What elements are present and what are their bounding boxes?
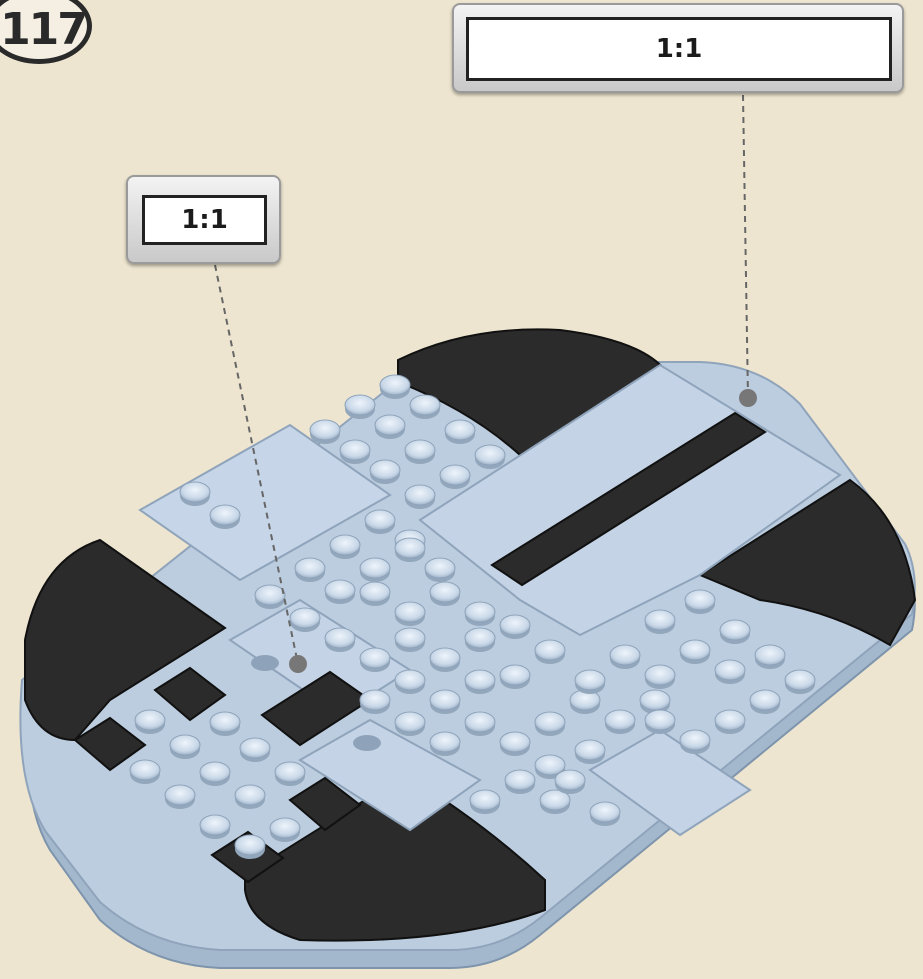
stud	[210, 505, 240, 529]
stud	[505, 770, 535, 794]
stud	[465, 602, 495, 626]
stud	[135, 710, 165, 734]
stud	[325, 580, 355, 604]
stud	[340, 440, 370, 464]
stud	[430, 732, 460, 756]
stud	[290, 608, 320, 632]
stud	[430, 648, 460, 672]
stud	[270, 818, 300, 842]
stud	[375, 415, 405, 439]
stud	[405, 440, 435, 464]
hole	[353, 735, 381, 751]
stud	[715, 710, 745, 734]
stud	[570, 690, 600, 714]
stud	[535, 712, 565, 736]
stud	[395, 670, 425, 694]
stud	[500, 665, 530, 689]
scale-label: 1:1	[142, 195, 267, 245]
stud	[325, 628, 355, 652]
stud	[645, 710, 675, 734]
stud	[360, 690, 390, 714]
stud	[680, 730, 710, 754]
stud	[405, 485, 435, 509]
stud	[755, 645, 785, 669]
stud	[535, 640, 565, 664]
scale-callout-large: 1:1	[452, 3, 904, 93]
stud	[235, 785, 265, 809]
stud	[165, 785, 195, 809]
step-number: 117	[0, 0, 92, 64]
stud	[575, 670, 605, 694]
hole	[251, 655, 279, 671]
stud	[475, 445, 505, 469]
leader-dot	[739, 389, 757, 407]
stud	[440, 465, 470, 489]
stud	[540, 790, 570, 814]
stud	[465, 670, 495, 694]
stud	[500, 732, 530, 756]
stud	[610, 645, 640, 669]
stud	[200, 815, 230, 839]
stud	[360, 648, 390, 672]
stud	[395, 538, 425, 562]
stud	[645, 610, 675, 634]
stud	[470, 790, 500, 814]
stud	[445, 420, 475, 444]
leader-line	[743, 95, 748, 398]
stud	[380, 375, 410, 399]
stud	[395, 712, 425, 736]
stud	[275, 762, 305, 786]
stud	[310, 420, 340, 444]
stud	[370, 460, 400, 484]
stud	[255, 585, 285, 609]
stud	[235, 835, 265, 859]
stud	[500, 615, 530, 639]
stud	[645, 665, 675, 689]
stud	[590, 802, 620, 826]
stud	[130, 760, 160, 784]
stud	[685, 590, 715, 614]
stud	[715, 660, 745, 684]
scale-label: 1:1	[466, 17, 892, 81]
stud	[345, 395, 375, 419]
stud	[680, 640, 710, 664]
stud	[410, 395, 440, 419]
stud	[575, 740, 605, 764]
stud	[360, 582, 390, 606]
scale-callout-small: 1:1	[126, 175, 281, 264]
stud	[555, 770, 585, 794]
stud	[750, 690, 780, 714]
stud	[295, 558, 325, 582]
stud	[360, 558, 390, 582]
stud	[200, 762, 230, 786]
stud	[210, 712, 240, 736]
stud	[430, 690, 460, 714]
leader-dot	[289, 655, 307, 673]
stud	[330, 535, 360, 559]
stud	[465, 712, 495, 736]
stud	[785, 670, 815, 694]
stud	[180, 482, 210, 506]
stud	[240, 738, 270, 762]
stud	[430, 582, 460, 606]
stud	[170, 735, 200, 759]
stud	[395, 602, 425, 626]
stud	[605, 710, 635, 734]
stud	[395, 628, 425, 652]
stud	[720, 620, 750, 644]
stud	[465, 628, 495, 652]
stud	[365, 510, 395, 534]
stud	[425, 558, 455, 582]
